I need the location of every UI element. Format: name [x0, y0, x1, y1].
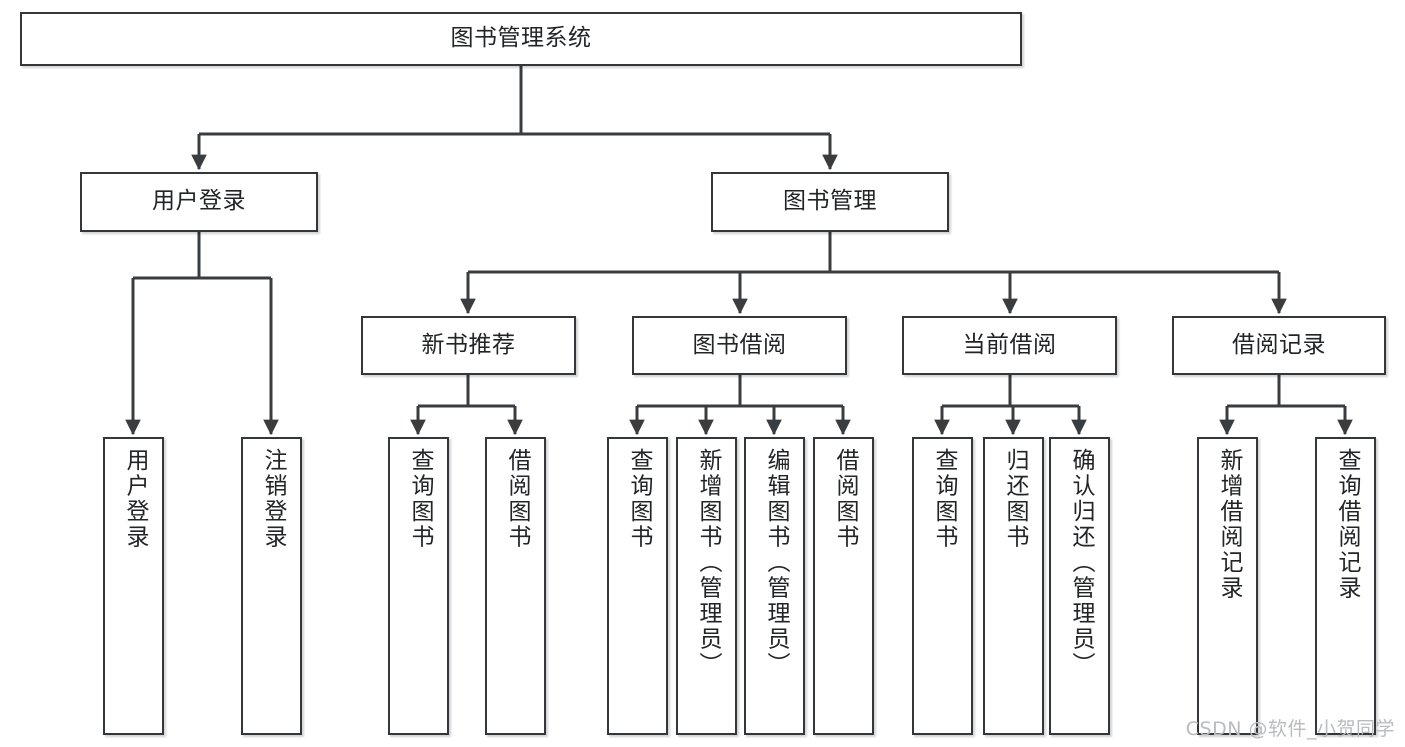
node-leaf-edit-book[interactable]: 编辑图书（管理员）	[744, 437, 805, 735]
node-leaf-borrow-book-1-label: 借阅图书	[504, 448, 530, 550]
node-leaf-return-book-label: 归还图书	[1002, 448, 1028, 550]
node-current-borrow-label: 当前借阅	[962, 331, 1057, 358]
node-leaf-confirm-return[interactable]: 确认归还（管理员）	[1049, 437, 1110, 735]
node-leaf-query-book-3[interactable]: 查询图书	[912, 437, 973, 735]
node-leaf-query-record-label: 查询借阅记录	[1334, 448, 1360, 601]
node-book-management-label: 图书管理	[783, 188, 877, 215]
node-book-management[interactable]: 图书管理	[711, 172, 949, 232]
node-leaf-borrow-book-1[interactable]: 借阅图书	[485, 437, 546, 735]
node-leaf-confirm-return-label: 确认归还（管理员）	[1068, 448, 1094, 678]
node-leaf-query-book-2-label: 查询图书	[626, 448, 652, 550]
node-leaf-query-book-2[interactable]: 查询图书	[607, 437, 668, 735]
node-leaf-user-login-label: 用户登录	[122, 448, 148, 550]
node-leaf-query-record[interactable]: 查询借阅记录	[1315, 437, 1376, 735]
node-book-borrow-label: 图书借阅	[692, 331, 787, 358]
node-leaf-logout-label: 注销登录	[260, 448, 286, 550]
node-leaf-return-book[interactable]: 归还图书	[983, 437, 1044, 735]
node-leaf-logout[interactable]: 注销登录	[241, 437, 302, 735]
node-book-borrow[interactable]: 图书借阅	[632, 316, 847, 375]
node-leaf-add-record[interactable]: 新增借阅记录	[1197, 437, 1258, 735]
node-user-login[interactable]: 用户登录	[80, 172, 318, 232]
node-new-book-recommend-label: 新书推荐	[421, 331, 516, 358]
node-leaf-user-login[interactable]: 用户登录	[103, 437, 164, 735]
node-leaf-add-record-label: 新增借阅记录	[1216, 448, 1242, 601]
node-leaf-add-book[interactable]: 新增图书（管理员）	[676, 437, 737, 735]
watermark-text: CSDN @软件_小贺同学	[1185, 718, 1395, 740]
node-new-book-recommend[interactable]: 新书推荐	[361, 316, 576, 375]
node-leaf-borrow-book-2[interactable]: 借阅图书	[813, 437, 874, 735]
node-root-label: 图书管理系统	[450, 25, 592, 52]
node-leaf-query-book-1-label: 查询图书	[407, 448, 433, 550]
node-root[interactable]: 图书管理系统	[20, 12, 1022, 66]
node-borrow-record[interactable]: 借阅记录	[1172, 316, 1386, 375]
node-current-borrow[interactable]: 当前借阅	[902, 316, 1117, 375]
node-leaf-edit-book-label: 编辑图书（管理员）	[763, 448, 789, 678]
node-leaf-borrow-book-2-label: 借阅图书	[832, 448, 858, 550]
node-leaf-add-book-label: 新增图书（管理员）	[695, 448, 721, 678]
node-leaf-query-book-3-label: 查询图书	[931, 448, 957, 550]
node-user-login-label: 用户登录	[152, 188, 246, 215]
node-borrow-record-label: 借阅记录	[1232, 331, 1326, 358]
node-leaf-query-book-1[interactable]: 查询图书	[388, 437, 449, 735]
